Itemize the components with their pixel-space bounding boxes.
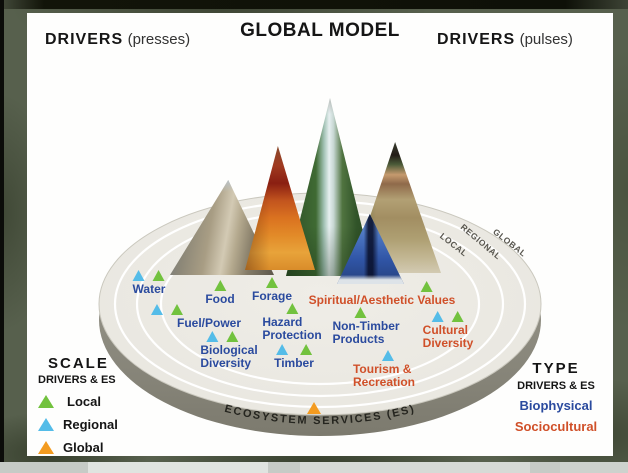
regional-triangle-icon: [275, 344, 288, 355]
drivers-word: DRIVERS: [45, 31, 124, 48]
service-label: Water: [132, 282, 166, 296]
regional-triangle-icon: [133, 270, 145, 281]
local-triangle-icon: [170, 304, 183, 315]
regional-triangle-icon: [431, 311, 444, 322]
regional-triangle-icon: [382, 350, 394, 361]
legend-item-local: Local: [38, 394, 178, 409]
service-item-water: Water: [132, 270, 166, 296]
local-triangle-icon: [354, 307, 366, 318]
regional-triangle-icon: [206, 331, 218, 342]
page-margin-segment: [300, 462, 530, 473]
drivers-qualifier: (pulses): [519, 31, 573, 48]
drivers-presses-label: DRIVERS (presses): [45, 31, 190, 49]
type-legend: TYPE DRIVERS & ES Biophysical Sociocultu…: [508, 360, 604, 434]
scale-legend: SCALE DRIVERS & ES Local Regional Global: [38, 355, 178, 455]
local-triangle-icon: [265, 277, 278, 288]
scale-legend-subtitle: DRIVERS & ES: [38, 374, 116, 386]
scale-markers: [135, 304, 199, 315]
local-triangle-icon: [299, 344, 312, 355]
local-triangle-icon: [213, 280, 226, 291]
legend-item-regional: Regional: [38, 417, 178, 432]
service-item-non-timber-products: Non-Timber Products: [332, 307, 400, 346]
scale-markers: [252, 277, 292, 288]
page-margin-strip: [0, 462, 628, 473]
service-item-tourism-recreation: Tourism & Recreation: [353, 350, 415, 388]
scale-markers: [133, 270, 166, 281]
service-label: Spiritual/Aesthetic Values: [308, 293, 456, 307]
scale-markers: [423, 311, 474, 322]
regional-triangle-icon: [150, 304, 163, 315]
service-item-forage: Forage: [252, 277, 292, 303]
drivers-word: DRIVERS: [437, 31, 516, 48]
service-label: Non-Timber Products: [332, 319, 400, 346]
regional-triangle-icon: [38, 418, 54, 431]
service-item-cultural-diversity: Cultural Diversity: [422, 311, 474, 350]
drivers-qualifier: (presses): [127, 31, 191, 48]
scale-markers: [357, 350, 419, 361]
legend-item-biophysical: Biophysical: [519, 398, 593, 413]
local-triangle-icon: [286, 303, 298, 314]
service-item-timber: Timber: [274, 344, 314, 370]
scale-markers: [326, 307, 393, 318]
page-margin-segment: [88, 462, 268, 473]
legend-item-global: Global: [38, 440, 178, 455]
local-triangle-icon: [226, 331, 238, 342]
service-item-food: Food: [205, 280, 235, 306]
local-triangle-icon: [38, 395, 54, 408]
legend-item-label: Global: [63, 440, 104, 455]
service-label: Cultural Diversity: [422, 323, 474, 350]
service-item-biological-diversity: Biological Diversity: [200, 331, 258, 370]
scale-markers: [205, 280, 234, 291]
global-scale-marker: [307, 402, 321, 414]
scale-legend-title: SCALE: [48, 355, 109, 372]
service-label: Forage: [251, 289, 293, 303]
type-legend-subtitle: DRIVERS & ES: [517, 380, 595, 392]
legend-item-label: Local: [67, 394, 101, 409]
scale-markers: [193, 331, 250, 342]
service-item-fuel-power: Fuel/Power: [150, 304, 242, 330]
global-triangle-icon: [38, 441, 54, 454]
legend-item-sociocultural: Sociocultural: [514, 419, 598, 434]
left-edge-shadow: [0, 0, 4, 473]
service-label: Hazard Protection: [262, 315, 322, 342]
service-label: Timber: [274, 356, 314, 370]
local-triangle-icon: [153, 270, 165, 281]
scale-markers: [354, 281, 501, 292]
local-triangle-icon: [421, 281, 433, 292]
legend-item-label: Regional: [63, 417, 118, 432]
service-item-spiritual-aesthetic-values: Spiritual/Aesthetic Values: [308, 281, 456, 307]
top-edge-shadow: [0, 0, 628, 9]
scale-markers: [262, 303, 321, 314]
page-margin-segment: [560, 462, 628, 473]
page-title: GLOBAL MODEL: [240, 20, 400, 41]
service-item-hazard-protection: Hazard Protection: [262, 303, 322, 342]
type-legend-title: TYPE: [532, 360, 580, 377]
scale-markers: [274, 344, 314, 355]
drivers-pulses-label: DRIVERS (pulses): [437, 31, 573, 49]
service-label: Tourism & Recreation: [352, 362, 416, 389]
local-triangle-icon: [451, 311, 464, 322]
service-label: Biological Diversity: [200, 343, 258, 370]
service-label: Fuel/Power: [176, 316, 242, 330]
service-label: Food: [205, 292, 235, 306]
